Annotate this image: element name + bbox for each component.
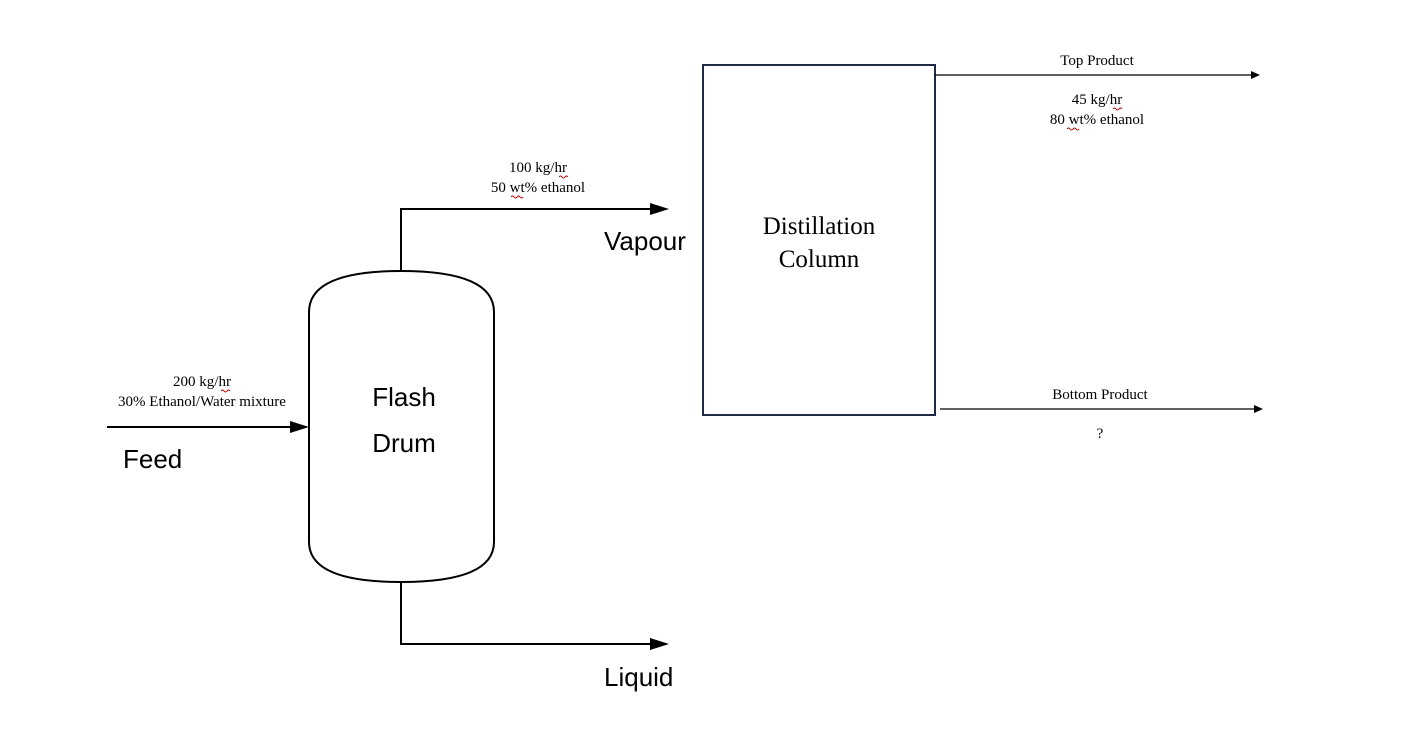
distillation-column-box — [702, 64, 936, 416]
bottom-product-stream: Bottom Product ? — [940, 387, 1263, 442]
vapour-arrowhead — [650, 203, 669, 215]
spellcheck-underline — [510, 195, 524, 199]
spellcheck-underline — [1066, 127, 1080, 131]
spellcheck-underline — [558, 175, 569, 179]
bottom-product-value: ? — [1097, 426, 1104, 442]
feed-arrowhead — [290, 421, 309, 433]
liquid-stream: Liquid — [400, 582, 673, 692]
vapour-composition: 50 wt% ethanol — [491, 180, 585, 196]
column-label-line1: Distillation — [763, 213, 876, 240]
top-product-label: Top Product — [1060, 53, 1134, 69]
top-product-rate: 45 kg/hr — [1072, 92, 1122, 108]
top-product-arrowhead — [1251, 71, 1260, 79]
liquid-arrowhead — [650, 638, 669, 650]
spellcheck-underline — [1112, 107, 1123, 111]
feed-composition: 30% Ethanol/Water mixture — [118, 394, 286, 410]
liquid-line — [400, 582, 652, 645]
vapour-rate: 100 kg/hr — [509, 160, 567, 176]
feed-stream: 200 kg/hr 30% Ethanol/Water mixture Feed — [107, 374, 309, 474]
flash-drum-vessel — [308, 269, 495, 584]
feed-rate: 200 kg/hr — [173, 374, 231, 390]
flash-drum-label-line1: Flash — [372, 382, 436, 412]
top-product-composition: 80 wt% ethanol — [1050, 112, 1144, 128]
column-label-line2: Column — [779, 246, 860, 273]
feed-label: Feed — [123, 444, 182, 474]
vapour-stream: 100 kg/hr 50 wt% ethanol Vapour — [400, 160, 686, 271]
bottom-product-arrowhead — [1254, 405, 1263, 413]
vapour-line — [400, 208, 652, 271]
flash-drum: Flash Drum — [308, 269, 495, 584]
vapour-label: Vapour — [604, 226, 686, 256]
spellcheck-underline — [220, 389, 231, 393]
liquid-label: Liquid — [604, 662, 673, 692]
top-product-stream: Top Product 45 kg/hr 80 wt% ethanol — [935, 53, 1260, 131]
flash-drum-label-line2: Drum — [372, 428, 436, 458]
distillation-column: Distillation Column — [702, 64, 936, 416]
bottom-product-label: Bottom Product — [1052, 387, 1148, 403]
